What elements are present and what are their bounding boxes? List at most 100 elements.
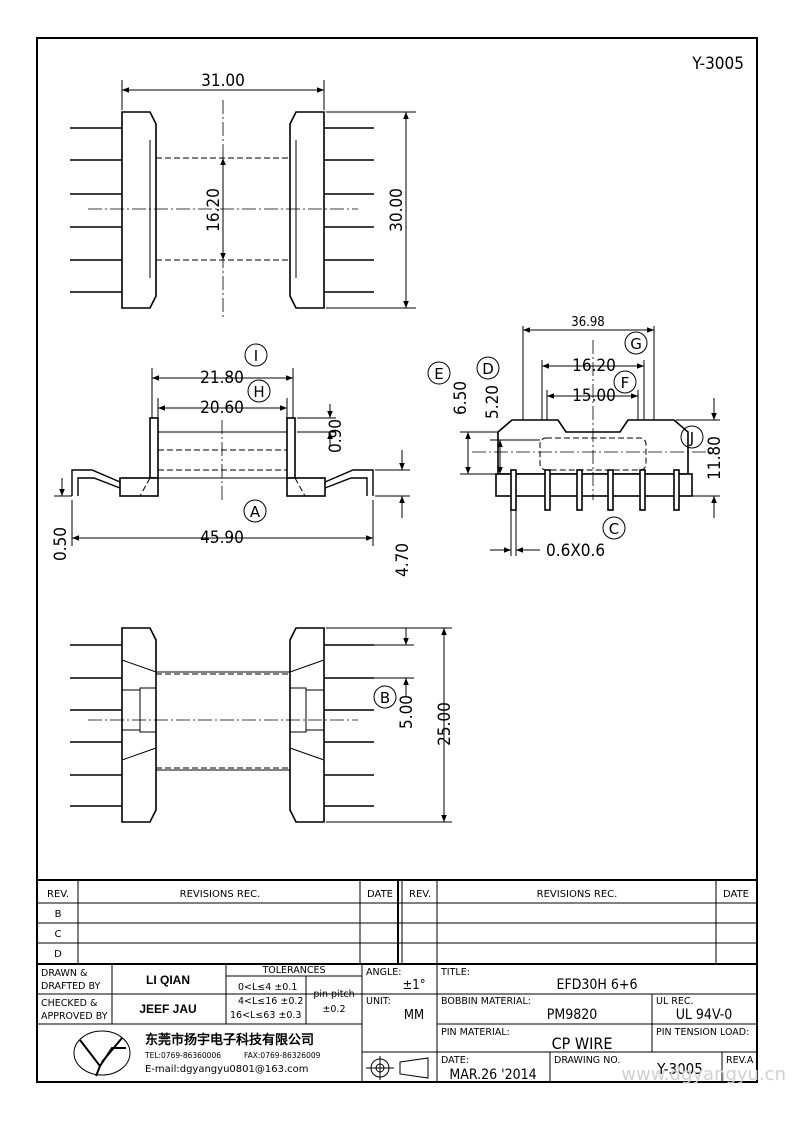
svg-text:G: G (630, 335, 642, 353)
drawing-id: Y-3005 (691, 54, 744, 74)
svg-text:J: J (689, 429, 694, 447)
drawing-no-label: DRAWING NO. (554, 1055, 620, 1066)
marker-i: I (244, 343, 268, 367)
top-view-pins-left (70, 127, 122, 293)
side-base-left (119, 477, 159, 497)
bottom-flange-left (121, 627, 157, 823)
bobbin-value: PM9820 (547, 1007, 598, 1023)
dim-end-height: 11.80 (705, 436, 725, 480)
svg-text:I: I (254, 347, 258, 365)
end-view: 36.98 16.20 15.00 6.50 5.20 11.80 (427, 315, 725, 561)
drawn-label-1: DRAWN & (41, 968, 88, 979)
pin-pitch-value: ±0.2 (322, 1004, 345, 1015)
svg-text:F: F (621, 374, 630, 392)
dim-slot: 5.00 (397, 695, 417, 729)
projection-symbol (366, 1056, 429, 1080)
drawn-label-2: DRAFTED BY (41, 981, 100, 992)
pin-material-label: PIN MATERIAL: (441, 1027, 510, 1038)
title-value: EFD30H 6+6 (557, 977, 638, 993)
marker-j: J (680, 425, 704, 449)
top-view-flange-left (121, 111, 157, 309)
rec-header-right: REVISIONS REC. (537, 889, 618, 900)
marker-b: B (373, 685, 397, 709)
svg-text:H: H (253, 383, 264, 401)
bottom-pins-right (324, 644, 374, 807)
top-view-pins-right (324, 127, 374, 293)
checked-label-1: CHECKED & (41, 998, 98, 1009)
tol-2: 4<L≤16 ±0.2 (238, 996, 303, 1007)
marker-c: C (602, 516, 626, 540)
pin-tension-label: PIN TENSION LOAD: (656, 1027, 749, 1038)
dim-pin-offset: 0.50 (51, 527, 71, 561)
tolerances-label: TOLERANCES (261, 965, 325, 976)
angle-value: ±1° (402, 978, 425, 993)
title-label: TITLE: (440, 967, 470, 978)
drawing-no-value: Y-3005 (656, 1060, 703, 1078)
side-flange-right (286, 417, 296, 479)
bottom-pins-left (70, 644, 122, 807)
tol-1: 0<L≤4 ±0.1 (238, 982, 297, 993)
dim-h: 20.60 (200, 398, 244, 418)
unit-label: UNIT: (366, 996, 391, 1007)
marker-e: E (427, 361, 451, 385)
side-view: 21.80 20.60 0.90 4.70 0.50 45. (51, 343, 413, 577)
dim-end-d2: 5.20 (483, 385, 503, 419)
drawn-by: LI QIAN (146, 973, 190, 987)
company-fax: FAX:0769-86326009 (244, 1051, 321, 1060)
date-value: MAR.26 '2014 (449, 1067, 536, 1083)
svg-text:C: C (609, 520, 619, 538)
dim-end-e: 6.50 (451, 381, 471, 415)
dim-bottom-height: 25.00 (435, 702, 455, 746)
dim-end-f: 15.00 (572, 386, 616, 406)
side-pin-right (324, 469, 374, 496)
dim-width: 31.00 (201, 71, 245, 91)
side-base-right (286, 477, 326, 497)
company-name: 东莞市扬宇电子科技有限公司 (145, 1032, 314, 1047)
pin-pitch-label: pin pitch (313, 989, 354, 1000)
tol-3: 16<L≤63 ±0.3 (230, 1010, 301, 1021)
date-label: DATE: (441, 1055, 469, 1066)
marker-a: A (243, 499, 267, 523)
bottom-flange-right (289, 627, 325, 823)
svg-text:B: B (380, 689, 390, 707)
svg-text:E: E (434, 365, 443, 383)
dim-end-d: 16.20 (572, 356, 616, 376)
dim-overall: 45.90 (200, 528, 244, 548)
pin-material-value: CP WIRE (552, 1034, 613, 1053)
watermark: www.dgyangyu.cn (621, 1064, 786, 1085)
ul-value: UL 94V-0 (676, 1007, 733, 1023)
bottom-view: 5.00 25.00 B (70, 627, 455, 823)
date-header-left: DATE (367, 889, 393, 900)
title-block: DRAWN & DRAFTED BY LI QIAN CHECKED & APP… (36, 963, 758, 1083)
dim-flange: 0.90 (326, 419, 346, 453)
dim-end-overall: 36.98 (571, 315, 604, 330)
end-base (495, 473, 693, 497)
top-view-flange-right (289, 111, 325, 309)
date-header-right: DATE (723, 889, 749, 900)
rev-header-left: REV. (47, 889, 69, 900)
marker-f: F (613, 370, 637, 394)
marker-g: G (624, 331, 648, 355)
revision-table: REV. REVISIONS REC. DATE REV. REVISIONS … (36, 879, 758, 965)
rev-row-d: D (54, 949, 62, 960)
marker-h: H (247, 379, 271, 403)
side-pin-left (71, 469, 121, 496)
checked-by: JEEF JAU (139, 1002, 196, 1016)
rev-row-c: C (55, 929, 62, 940)
dim-i: 21.80 (200, 368, 244, 388)
dim-pin-len: 4.70 (393, 543, 413, 577)
ul-label: UL REC. (656, 996, 694, 1007)
rev-row-b: B (55, 909, 62, 920)
rec-header-left: REVISIONS REC. (180, 889, 261, 900)
angle-label: ANGLE: (366, 967, 401, 978)
unit-value: MM (404, 1008, 424, 1023)
dim-end-pin: 0.6X0.6 (546, 541, 605, 561)
side-flange-left (149, 417, 159, 479)
company-logo (73, 1030, 131, 1077)
marker-d: D (476, 356, 500, 380)
company-tel: TEL:0769-86360006 (144, 1051, 221, 1060)
end-pins (510, 469, 680, 511)
checked-label-2: APPROVED BY (41, 1011, 108, 1022)
dim-core: 16.20 (204, 188, 224, 232)
